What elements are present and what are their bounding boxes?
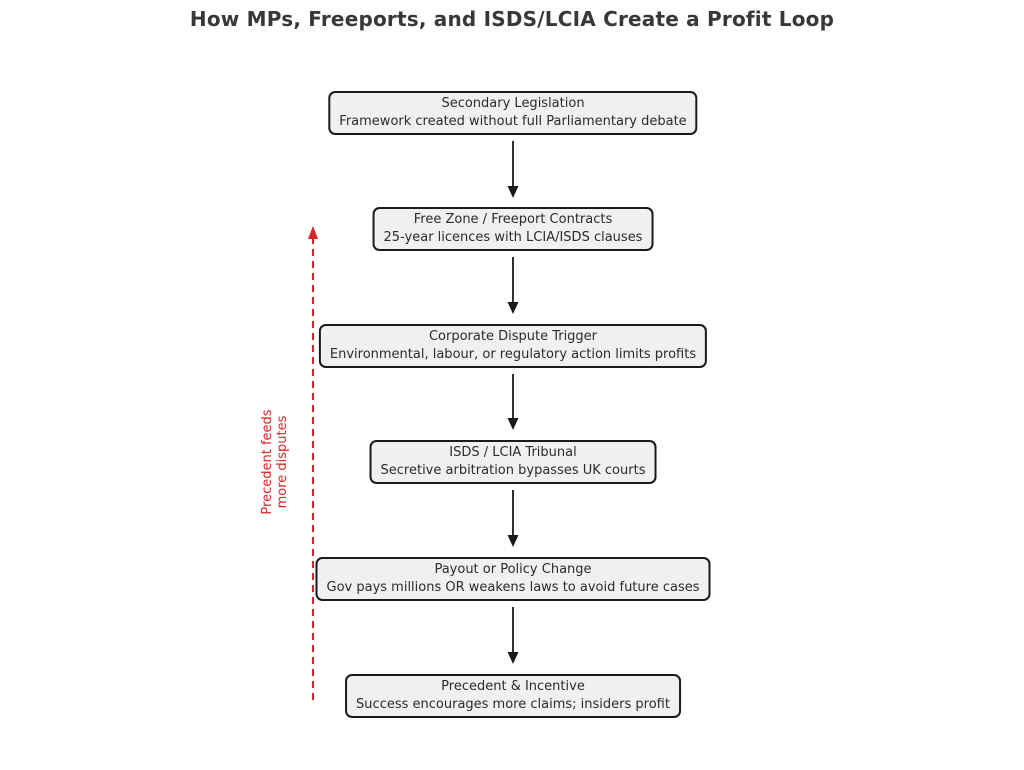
node-subtitle: Framework created without full Parliamen… [339, 113, 687, 129]
node-freeport-contracts: Free Zone / Freeport Contracts 25-year l… [372, 207, 654, 251]
node-isds-lcia-tribunal: ISDS / LCIA Tribunal Secretive arbitrati… [369, 440, 657, 484]
node-title: Secondary Legislation [441, 96, 585, 111]
node-title: ISDS / LCIA Tribunal [449, 445, 577, 460]
node-title: Precedent & Incentive [441, 679, 585, 694]
node-precedent-incentive: Precedent & Incentive Success encourages… [345, 674, 681, 718]
node-subtitle: Success encourages more claims; insiders… [356, 696, 670, 712]
node-subtitle: 25-year licences with LCIA/ISDS clauses [383, 229, 643, 245]
node-title: Free Zone / Freeport Contracts [413, 212, 613, 227]
node-subtitle: Gov pays millions OR weakens laws to avo… [326, 579, 700, 595]
flow-arrow-4 [507, 490, 519, 547]
feedback-label-line2: more disputes [275, 415, 290, 509]
node-title: Payout or Policy Change [434, 562, 592, 577]
node-subtitle: Environmental, labour, or regulatory act… [329, 346, 697, 362]
node-subtitle: Secretive arbitration bypasses UK courts [380, 462, 646, 478]
node-secondary-legislation: Secondary Legislation Framework created … [328, 91, 698, 135]
flow-arrow-3 [507, 374, 519, 430]
node-payout-or-policy-change: Payout or Policy Change Gov pays million… [315, 557, 711, 601]
diagram-title: How MPs, Freeports, and ISDS/LCIA Create… [189, 7, 835, 31]
flow-arrow-2 [507, 257, 519, 314]
node-title: Corporate Dispute Trigger [428, 329, 598, 344]
flow-arrow-1 [507, 141, 519, 198]
feedback-loop-label: Precedent feeds more disputes [260, 409, 290, 514]
feedback-label-line1: Precedent feeds [260, 409, 275, 515]
flow-arrow-5 [507, 607, 519, 664]
feedback-arrow [308, 226, 318, 700]
node-corporate-dispute-trigger: Corporate Dispute Trigger Environmental,… [318, 324, 708, 368]
